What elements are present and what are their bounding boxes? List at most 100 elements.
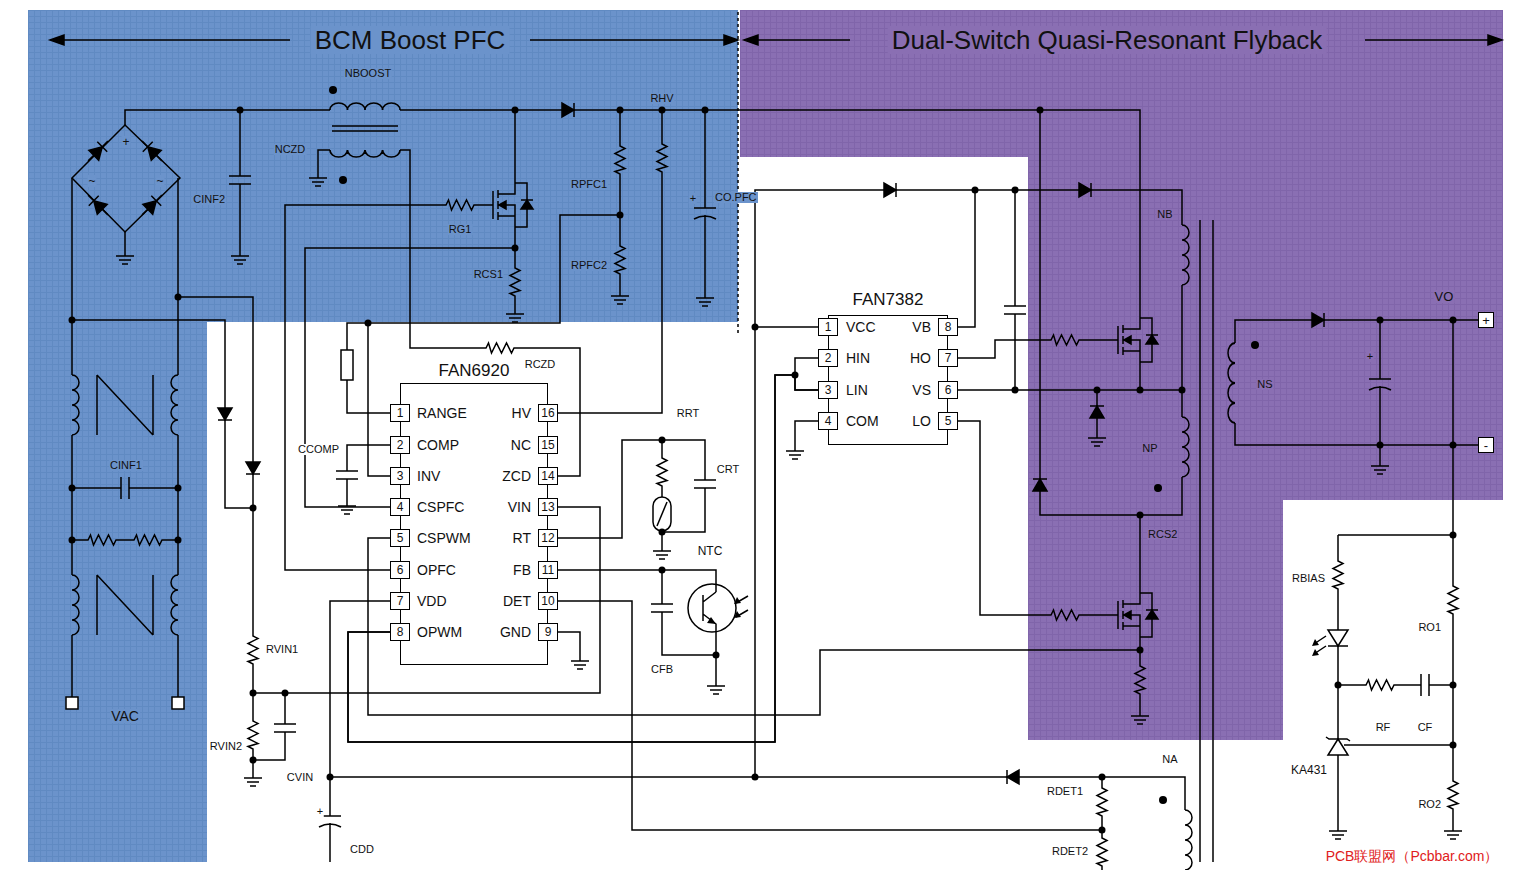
ic-pin-box: 9 — [538, 623, 558, 641]
junction-dot — [1159, 796, 1167, 804]
label-anchor: VO — [1434, 287, 1455, 305]
pin-number: 2 — [825, 352, 832, 364]
ic-body — [400, 383, 548, 665]
part-label: RDET2 — [1051, 846, 1089, 857]
pin-name: GND — [499, 625, 532, 639]
junction-dot — [250, 757, 257, 764]
part-label: CFB — [650, 664, 674, 675]
wire — [1338, 535, 1453, 825]
wire-arrowhead — [1312, 639, 1319, 646]
component-symbol — [1333, 555, 1343, 595]
label-anchor: RBIAS — [1291, 568, 1326, 586]
pin-number: 12 — [541, 532, 554, 544]
component-symbol — [1004, 294, 1026, 326]
pin-number: 4 — [825, 415, 832, 427]
wire — [755, 777, 1185, 832]
component-symbol — [1097, 832, 1107, 870]
component-symbol — [1448, 580, 1458, 620]
pin-name: ZCD — [501, 469, 532, 483]
component-symbol — [246, 454, 260, 482]
label-anchor: RPFC2 — [570, 255, 608, 273]
component-symbol — [274, 712, 296, 744]
part-label: RCS1 — [473, 269, 504, 280]
ic-pin-box: 12 — [538, 529, 558, 547]
label-anchor: ~ — [155, 171, 164, 189]
part-label: ~ — [155, 175, 164, 187]
label-anchor: NA — [1161, 749, 1178, 767]
label-anchor: DET — [502, 592, 532, 610]
junction-dot — [659, 529, 666, 536]
ic-pin-box: 4 — [390, 498, 410, 516]
pin-number: 2 — [397, 439, 404, 451]
label-anchor: ~ — [87, 171, 96, 189]
label-anchor: RCS2 — [1147, 524, 1178, 542]
wire — [368, 323, 390, 476]
part-label: RVIN1 — [265, 644, 299, 655]
label-anchor: CF — [1417, 717, 1434, 735]
component-symbol — [1097, 782, 1107, 822]
ic-pin-box: 11 — [538, 561, 558, 579]
wire — [657, 502, 667, 526]
pin-name: DET — [502, 594, 532, 608]
pin-number: 15 — [541, 439, 554, 451]
component-symbol — [336, 459, 358, 491]
wire — [253, 507, 600, 760]
component-symbol — [1409, 674, 1441, 696]
pin-number: 6 — [397, 564, 404, 576]
junction-dot — [327, 774, 334, 781]
label-anchor: RANGE — [416, 404, 468, 422]
component-symbol — [694, 468, 716, 500]
label-anchor: RPFC1 — [570, 174, 608, 192]
wire — [1338, 685, 1453, 745]
pin-number: 13 — [541, 501, 554, 513]
label-anchor: NB — [1156, 204, 1173, 222]
label-anchor: RO1 — [1417, 617, 1442, 635]
junction-dot — [659, 567, 666, 574]
wire — [1328, 630, 1348, 646]
ic-pin-box: 7 — [390, 592, 410, 610]
ic-pin-box: 10 — [538, 592, 558, 610]
part-label: RCS2 — [1147, 529, 1178, 540]
label-anchor: VB — [911, 318, 932, 336]
pin-name: RANGE — [416, 406, 468, 420]
label-anchor: HO — [909, 349, 932, 367]
junction-dot — [250, 690, 257, 697]
ic-pin-box: 4 — [818, 412, 838, 430]
pin-name: COM — [845, 414, 880, 428]
pin-name: OPWM — [416, 625, 463, 639]
label-anchor: LIN — [845, 381, 869, 399]
ic-pin-box: 8 — [938, 318, 958, 336]
label-anchor: CINF2 — [192, 189, 226, 207]
label-anchor: NS — [1256, 374, 1273, 392]
part-label: CCOMP — [297, 444, 340, 455]
ic-pin-box: 2 — [818, 349, 838, 367]
wire — [1014, 190, 1016, 390]
label-anchor: NTC — [697, 541, 724, 559]
part-label: NTC — [697, 545, 724, 557]
pin-name: HO — [909, 351, 932, 365]
component-symbol — [876, 183, 904, 197]
label-anchor: CVIN — [286, 767, 314, 785]
junction-dot — [282, 690, 289, 697]
junction-dot — [752, 774, 759, 781]
component-symbol — [1448, 775, 1458, 815]
pin-number: 3 — [825, 384, 832, 396]
component-symbol — [248, 715, 258, 755]
pin-number: 9 — [545, 626, 552, 638]
label-anchor: RT — [512, 529, 532, 547]
pin-number: 7 — [945, 352, 952, 364]
wire-arrowhead — [734, 597, 741, 604]
band-outline — [28, 10, 738, 862]
part-label: CVIN — [286, 772, 314, 783]
part-label: RG1 — [448, 224, 473, 235]
label-anchor: CSPWM — [416, 529, 472, 547]
component-symbol — [1360, 680, 1400, 690]
pin-name: VIN — [507, 500, 532, 514]
label-anchor: CDD — [349, 839, 375, 857]
output-terminal: - — [1478, 437, 1494, 453]
ic-part-number: FAN6920 — [437, 361, 512, 380]
pin-number: 4 — [397, 501, 404, 513]
ic-pin-box: 3 — [390, 467, 410, 485]
part-label: + — [316, 806, 324, 817]
